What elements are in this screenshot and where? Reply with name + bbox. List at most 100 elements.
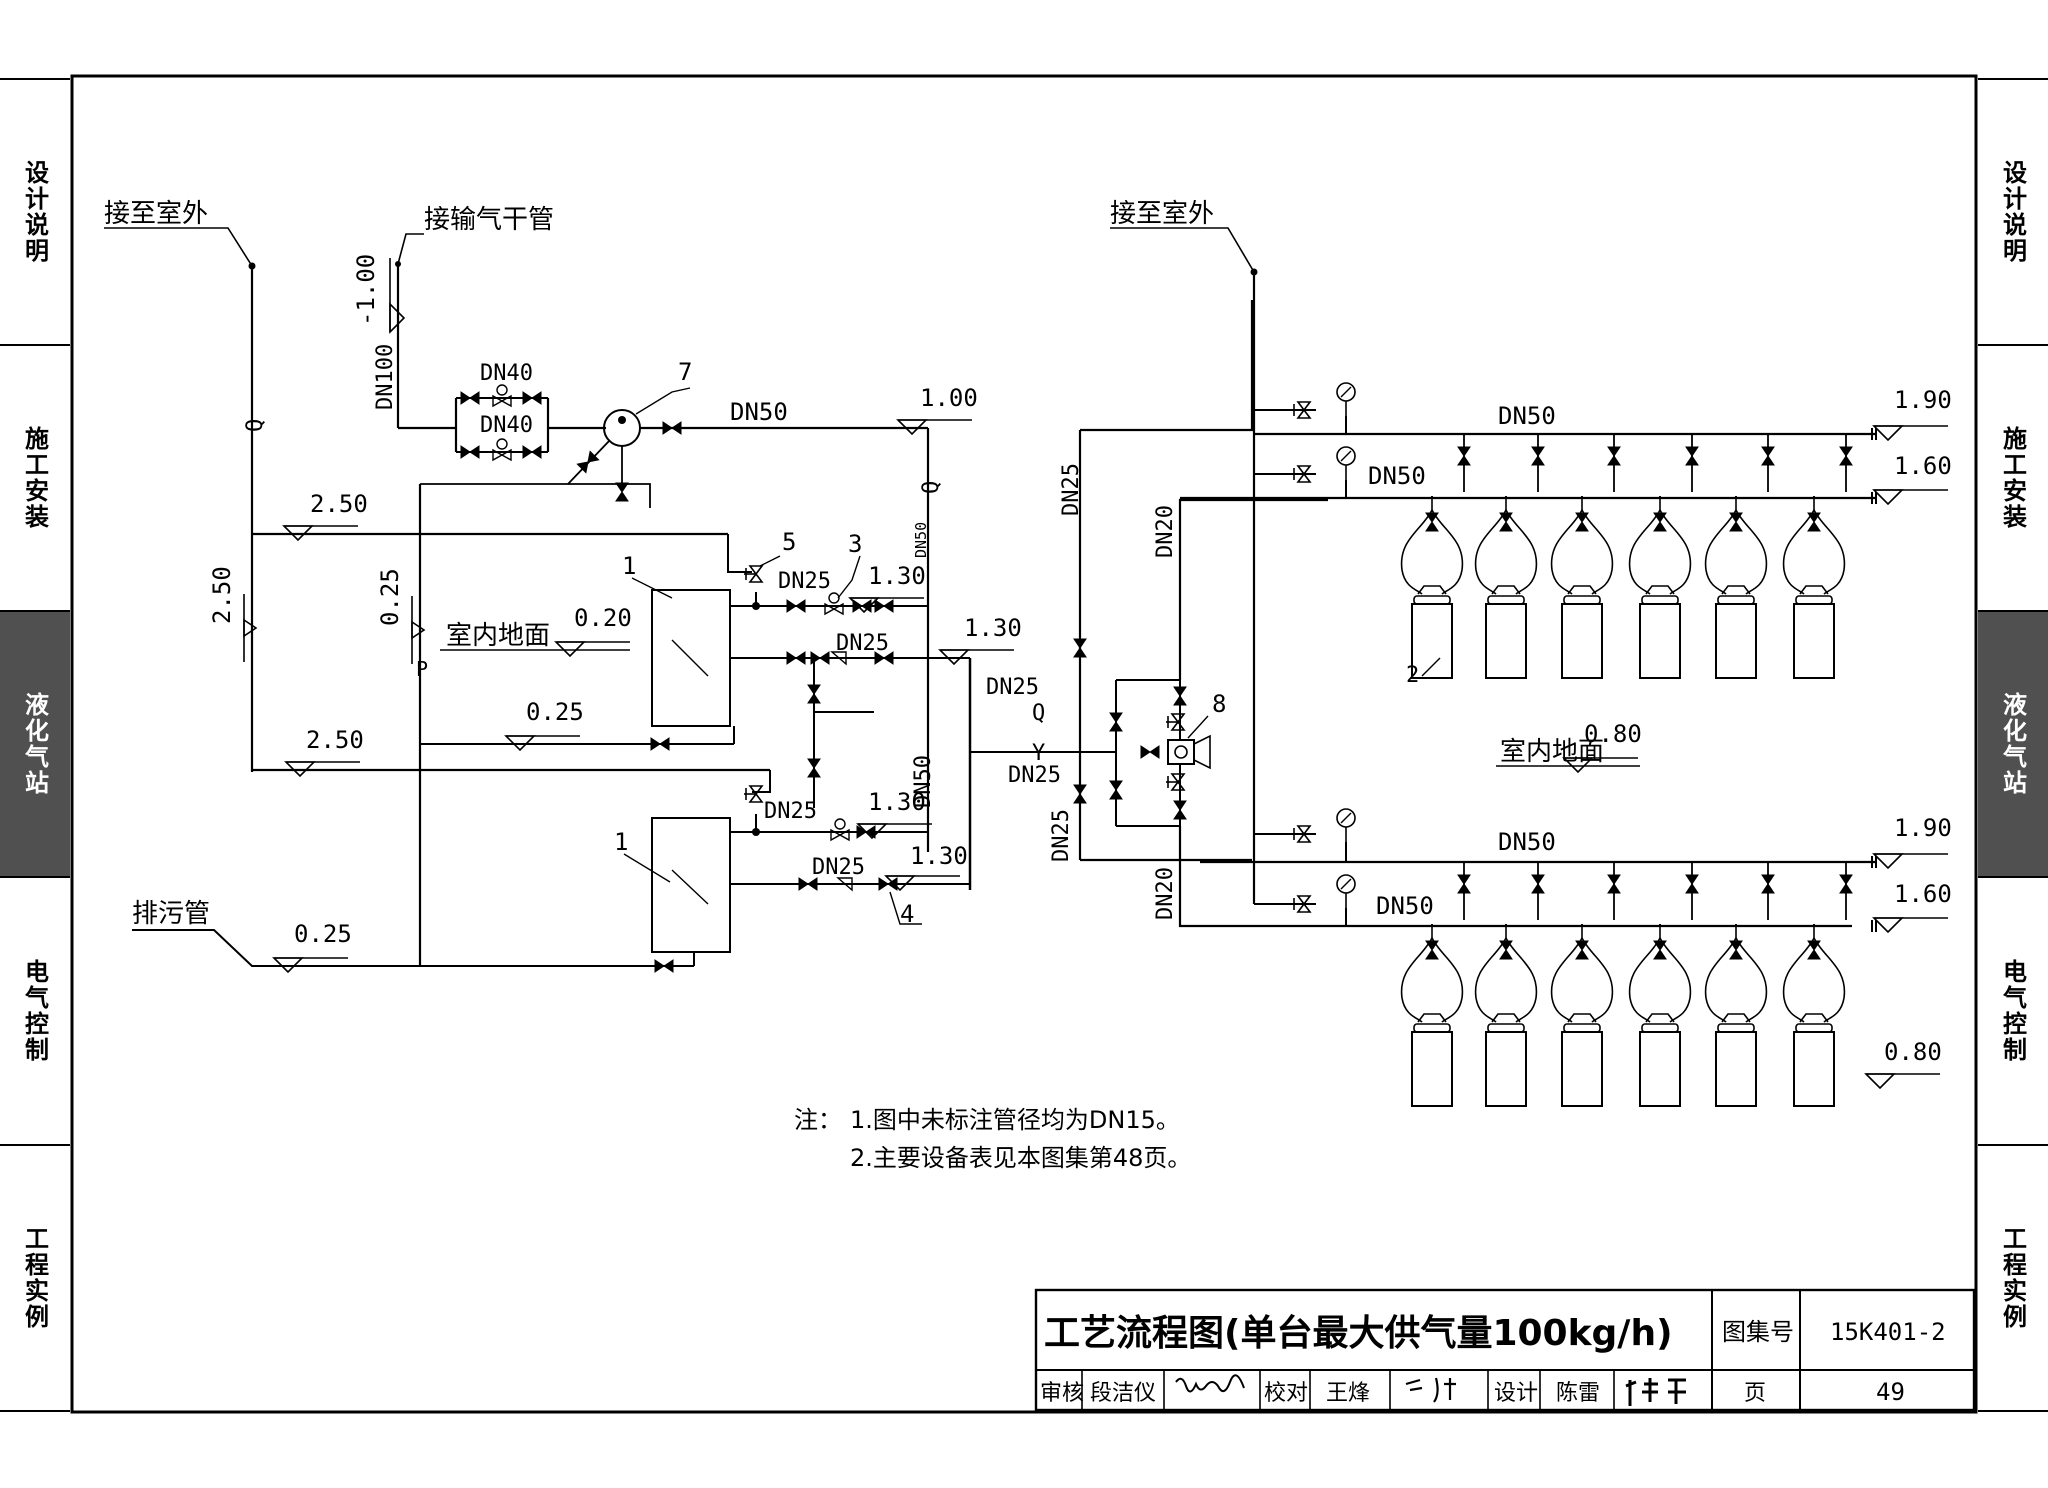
upper-outlet-diameter: DN25 (778, 569, 831, 594)
lower-outlet-diameter: DN25 (764, 799, 817, 824)
gas-branch-diameter: DN25 (986, 675, 1039, 700)
atlas-number: 15K401-2 (1830, 1318, 1946, 1346)
note-line-1: 1.图中未标注管径均为DN15。 (850, 1106, 1180, 1134)
upper-header-diameter: DN50 (1498, 402, 1556, 430)
upper-lower-header-diameter: DN50 (1368, 462, 1426, 490)
upper-cylinder-group (1400, 434, 1853, 679)
designer-signature (1625, 1378, 1686, 1406)
lower-header-diameter: DN50 (1498, 828, 1556, 856)
gas-line-marker-2: Q (919, 481, 944, 494)
side-tab-label: 液化气站 (20, 692, 49, 796)
callout-1-upper: 1 (622, 552, 636, 580)
outdoor-connection-label-right: 接至室外 (1110, 199, 1214, 229)
drawing-title: 工艺流程图(单台最大供气量100kg/h) (1044, 1313, 1673, 1354)
page-number: 49 (1876, 1378, 1905, 1406)
side-tab-label: 设计说明 (20, 160, 49, 264)
side-tab-label: 施工安装 (20, 426, 49, 530)
middle-connection-section: DN25 Q Y DN25 DN25 DN25 8 DN20 DN20 (968, 300, 1852, 928)
vertical-main-diameter: DN50 (911, 755, 936, 808)
outdoor-connection-label: 接至室外 (104, 199, 208, 229)
callout-7: 7 (678, 358, 692, 386)
check-label: 校对 (1264, 1381, 1308, 1406)
side-tab-design-notes[interactable]: 设计说明 (0, 78, 70, 344)
bypass-lower-diameter: DN40 (480, 413, 533, 438)
elevation-1-60-upper: 1.60 (1894, 452, 1952, 480)
gas-line-marker: Q (243, 419, 268, 432)
callout-3: 3 (848, 530, 862, 558)
elevation-1-90-upper: 1.90 (1894, 386, 1952, 414)
side-tab-lpg-station[interactable]: 液化气站 (0, 610, 70, 876)
lower-gas-riser-diameter: DN25 (1049, 809, 1074, 862)
design-label: 设计 (1494, 1381, 1538, 1406)
side-tab-label: 设计说明 (1998, 160, 2027, 264)
upper-return-diameter: DN25 (836, 631, 889, 656)
notes-prefix: 注： (794, 1106, 842, 1134)
page-label: 页 (1744, 1381, 1766, 1406)
elevation-1-60-lower: 1.60 (1894, 880, 1952, 908)
side-tab-electrical[interactable]: 电气控制 (0, 876, 70, 1144)
elevation-2-50-b: 2.50 (208, 566, 236, 624)
side-tab-label: 电气控制 (20, 959, 49, 1063)
lower-lower-header-diameter: DN50 (1376, 892, 1434, 920)
callout-8: 8 (1212, 690, 1226, 718)
liquid-branch-diameter: DN25 (1008, 763, 1061, 788)
elevation-0-25-b: 0.25 (526, 698, 584, 726)
elevation-1-90-lower: 1.90 (1894, 814, 1952, 842)
indoor-floor-label-right: 室内地面 (1500, 737, 1604, 767)
side-tab-label: 电气控制 (1998, 959, 2027, 1063)
floor-elevation-right: 0.80 (1584, 720, 1642, 748)
side-tab-lpg-station-right[interactable]: 液化气站 (1978, 610, 2048, 876)
bypass-upper-diameter: DN40 (480, 361, 533, 386)
side-tab-label: 施工安装 (1998, 426, 2027, 530)
designer-name: 陈雷 (1556, 1381, 1600, 1406)
atlas-number-label: 图集号 (1722, 1318, 1794, 1346)
callout-5: 5 (782, 528, 796, 556)
elevation-0-80: 0.80 (1884, 1038, 1942, 1066)
callout-2: 2 (1406, 663, 1419, 688)
checker-signature (1405, 1377, 1456, 1403)
checker-name: 王烽 (1326, 1381, 1370, 1406)
callout-1-lower: 1 (614, 828, 628, 856)
left-process-section: 接至室外 Q 接输气干管 -1.00 DN100 DN40 DN40 7 DN5 (104, 199, 1022, 973)
side-tab-examples[interactable]: 工程实例 (0, 1144, 70, 1412)
side-tab-label: 液化气站 (1998, 692, 2027, 796)
trunk-diameter: DN100 (373, 344, 398, 410)
callout-4: 4 (900, 900, 914, 928)
elevation-0-25-a: 0.25 (376, 568, 404, 626)
side-tab-installation[interactable]: 施工安装 (0, 344, 70, 610)
note-line-2: 2.主要设备表见本图集第48页。 (850, 1144, 1191, 1172)
elevation-2-50-a: 2.50 (310, 490, 368, 518)
review-label: 审核 (1040, 1381, 1084, 1406)
drain-line-marker: P (416, 657, 428, 681)
side-tab-examples-right[interactable]: 工程实例 (1978, 1144, 2048, 1412)
title-block: 工艺流程图(单台最大供气量100kg/h) 图集号 15K401-2 审核 段洁… (1034, 1288, 1976, 1412)
elevation-2-50-c: 2.50 (306, 726, 364, 754)
indoor-floor-label: 室内地面 (446, 621, 550, 651)
trunk-elevation: -1.00 (352, 254, 380, 326)
lower-cylinder-group (1400, 862, 1853, 1107)
side-tab-installation-right[interactable]: 施工安装 (1978, 344, 2048, 610)
elevation-1-30-b: 1.30 (964, 614, 1022, 642)
reviewer-name: 段洁仪 (1090, 1381, 1156, 1406)
drain-pipe-label: 排污管 (132, 899, 210, 929)
main-line-diameter: DN50 (730, 398, 788, 426)
side-tab-label: 工程实例 (20, 1226, 49, 1330)
side-tab-label: 工程实例 (1998, 1226, 2027, 1330)
side-tab-electrical-right[interactable]: 电气控制 (1978, 876, 2048, 1144)
upper-gas-riser-diameter: DN25 (1059, 463, 1084, 516)
middle-liquid-marker: Y (1032, 741, 1045, 766)
lower-supply-diameter: DN20 (1153, 867, 1178, 920)
right-cylinder-section: 接至室外 DN50 1.90 DN50 1.60 2 室内地面 0.80 (1110, 199, 1952, 1107)
small-diameter-label: DN50 (912, 522, 930, 558)
lower-return-diameter: DN25 (812, 855, 865, 880)
elevation-1-30-d: 1.30 (910, 842, 968, 870)
middle-gas-marker: Q (1032, 701, 1045, 726)
elevation-0-25-c: 0.25 (294, 920, 352, 948)
trunk-connection-label: 接输气干管 (424, 205, 554, 235)
elevation-1-00: 1.00 (920, 384, 978, 412)
reviewer-signature (1175, 1374, 1245, 1393)
upper-supply-diameter: DN20 (1153, 505, 1178, 558)
side-tab-design-notes-right[interactable]: 设计说明 (1978, 78, 2048, 344)
elevation-1-30-a: 1.30 (868, 562, 926, 590)
